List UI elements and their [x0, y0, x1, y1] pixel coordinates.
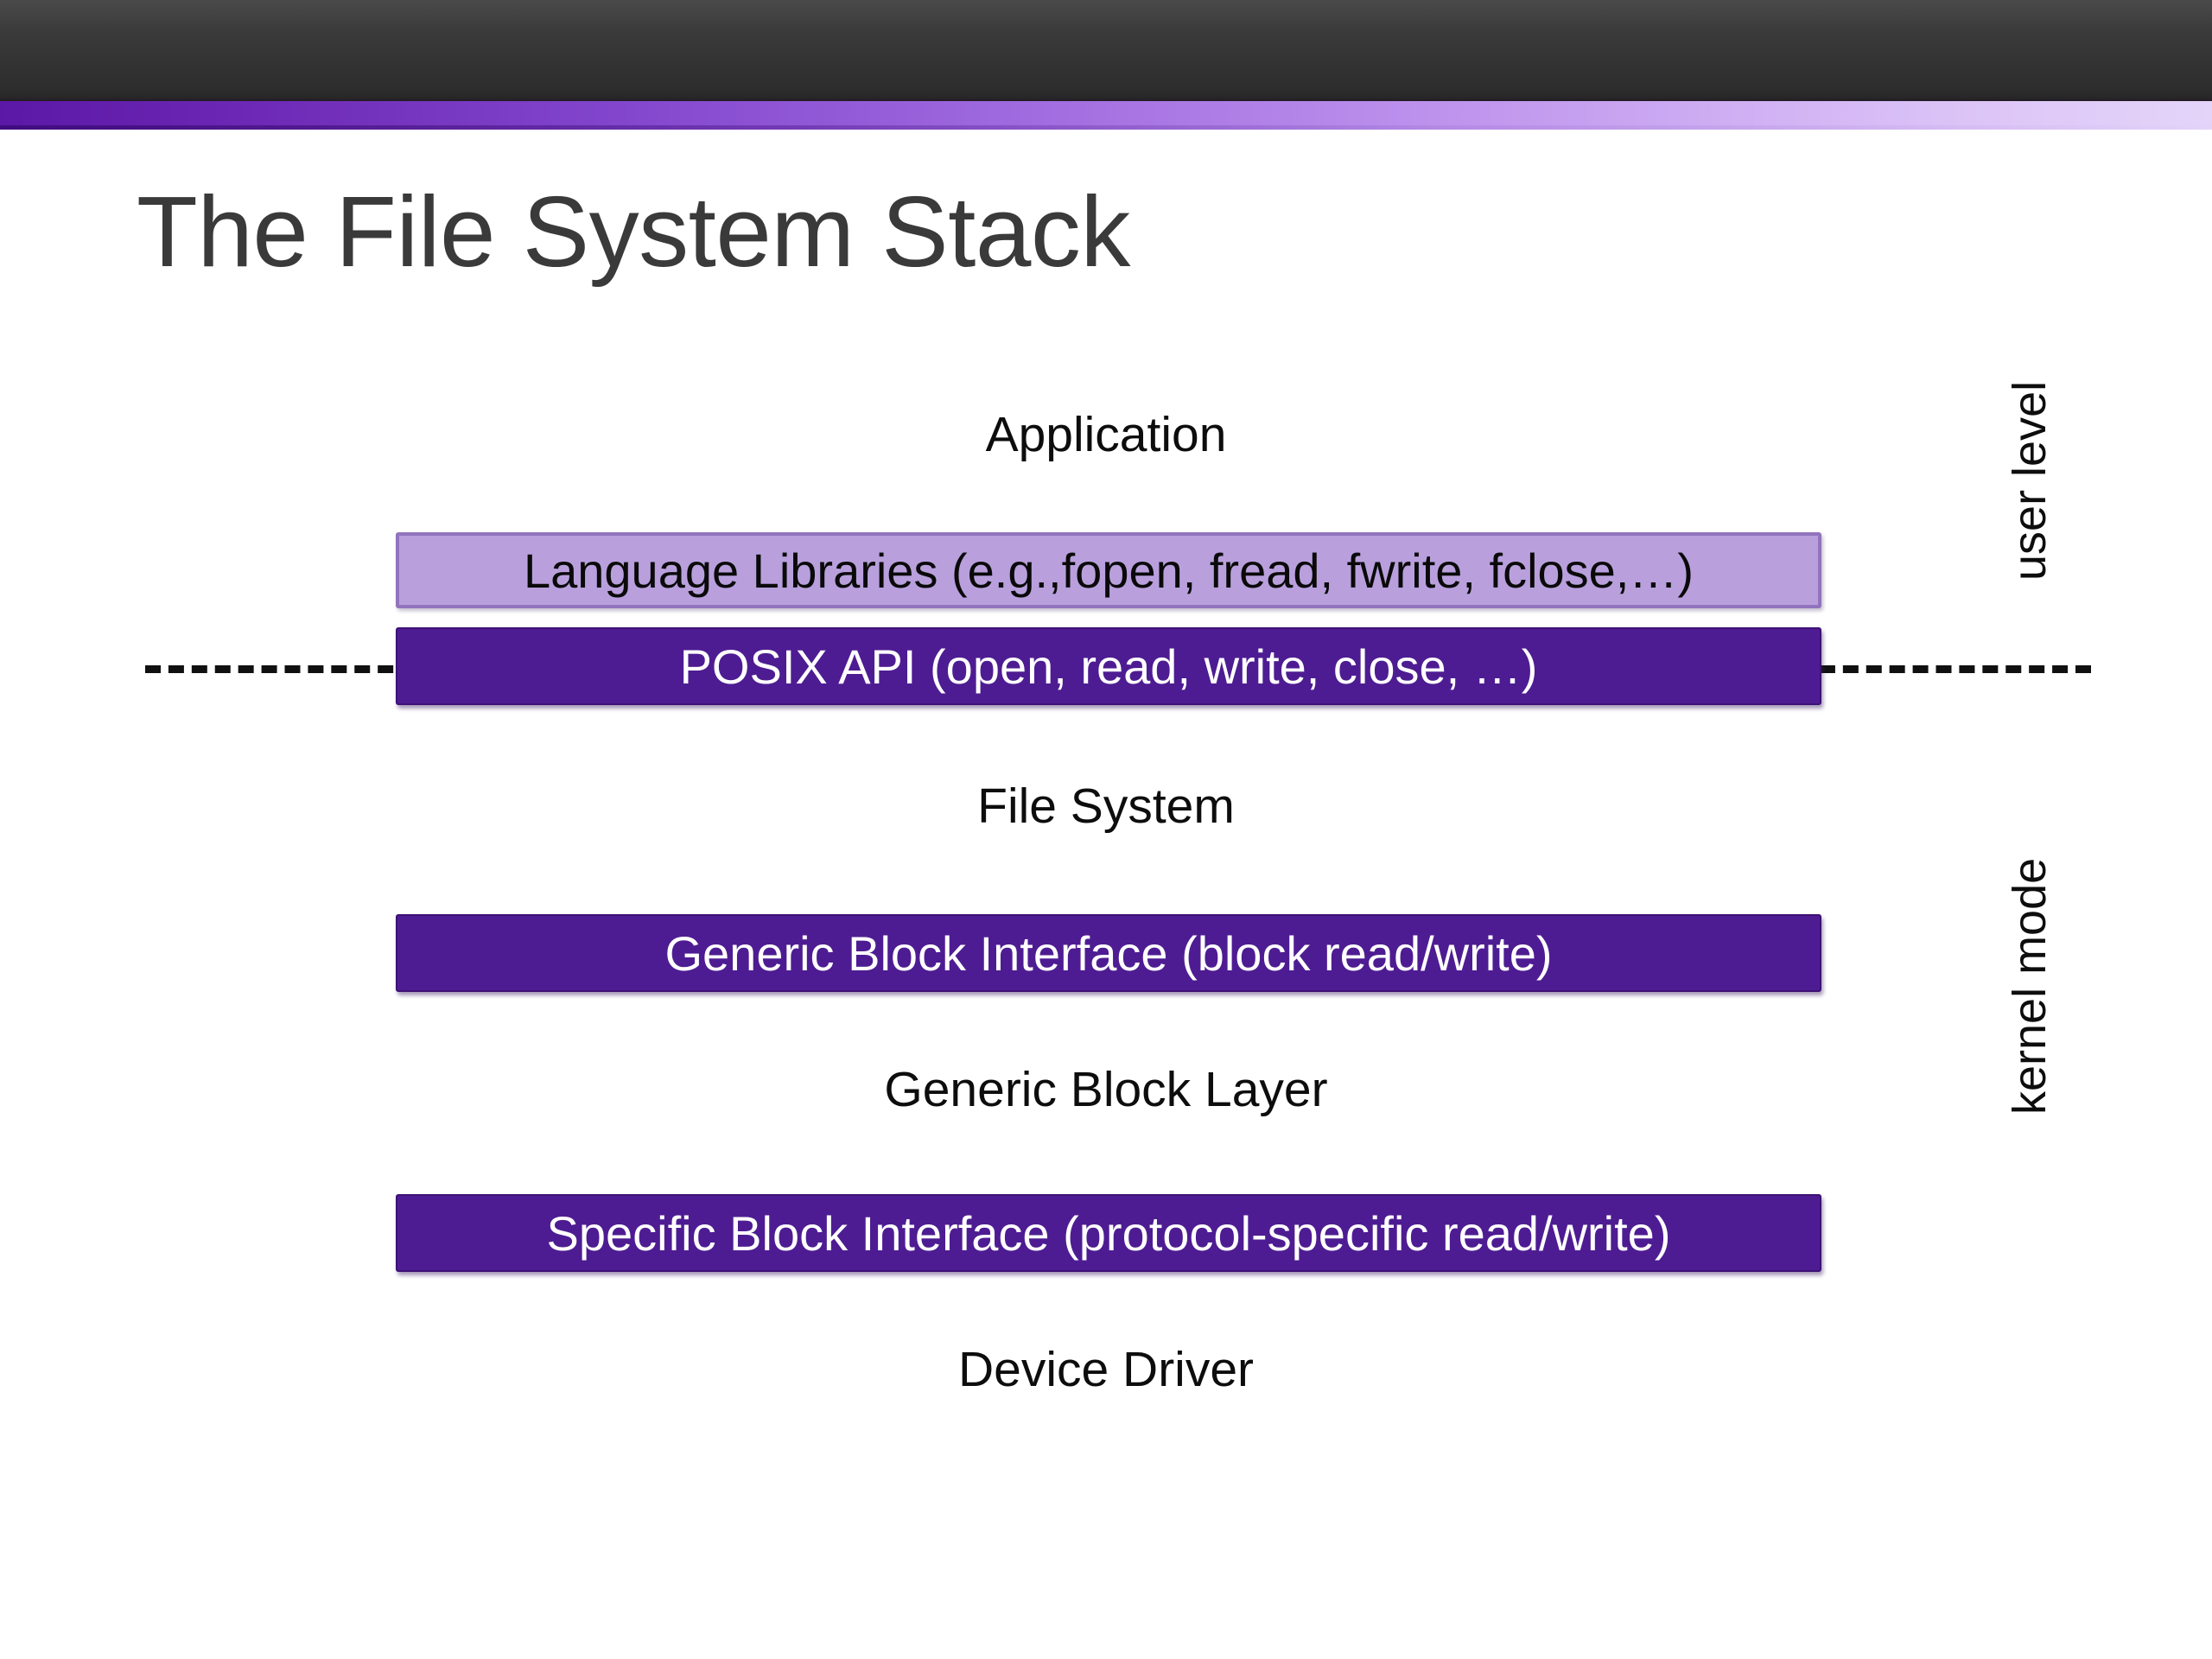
slide-header-hairline — [0, 125, 2212, 130]
side-label-kernel-mode: kernel mode — [2004, 857, 2056, 1115]
diagram-bar-language-libraries: Language Libraries (e.g.,fopen, fread, f… — [396, 532, 1821, 608]
side-label-user-level: user level — [2004, 380, 2056, 581]
diagram-bar-generic-block-interface: Generic Block Interface (block read/writ… — [396, 914, 1821, 992]
slide-header-purple-band — [0, 101, 2212, 130]
diagram-bar-specific-block-interface: Specific Block Interface (protocol-speci… — [396, 1194, 1821, 1272]
diagram-layer-application: Application — [985, 407, 1227, 462]
diagram-layer-file-system: File System — [977, 779, 1235, 834]
slide-header-dark-band — [0, 0, 2212, 101]
diagram-layer-device-driver: Device Driver — [957, 1342, 1255, 1397]
diagram-layer-generic-block-layer: Generic Block Layer — [884, 1062, 1328, 1117]
diagram-bar-posix-api: POSIX API (open, read, write, close, …) — [396, 627, 1821, 705]
page-title: The File System Stack — [137, 175, 1130, 288]
